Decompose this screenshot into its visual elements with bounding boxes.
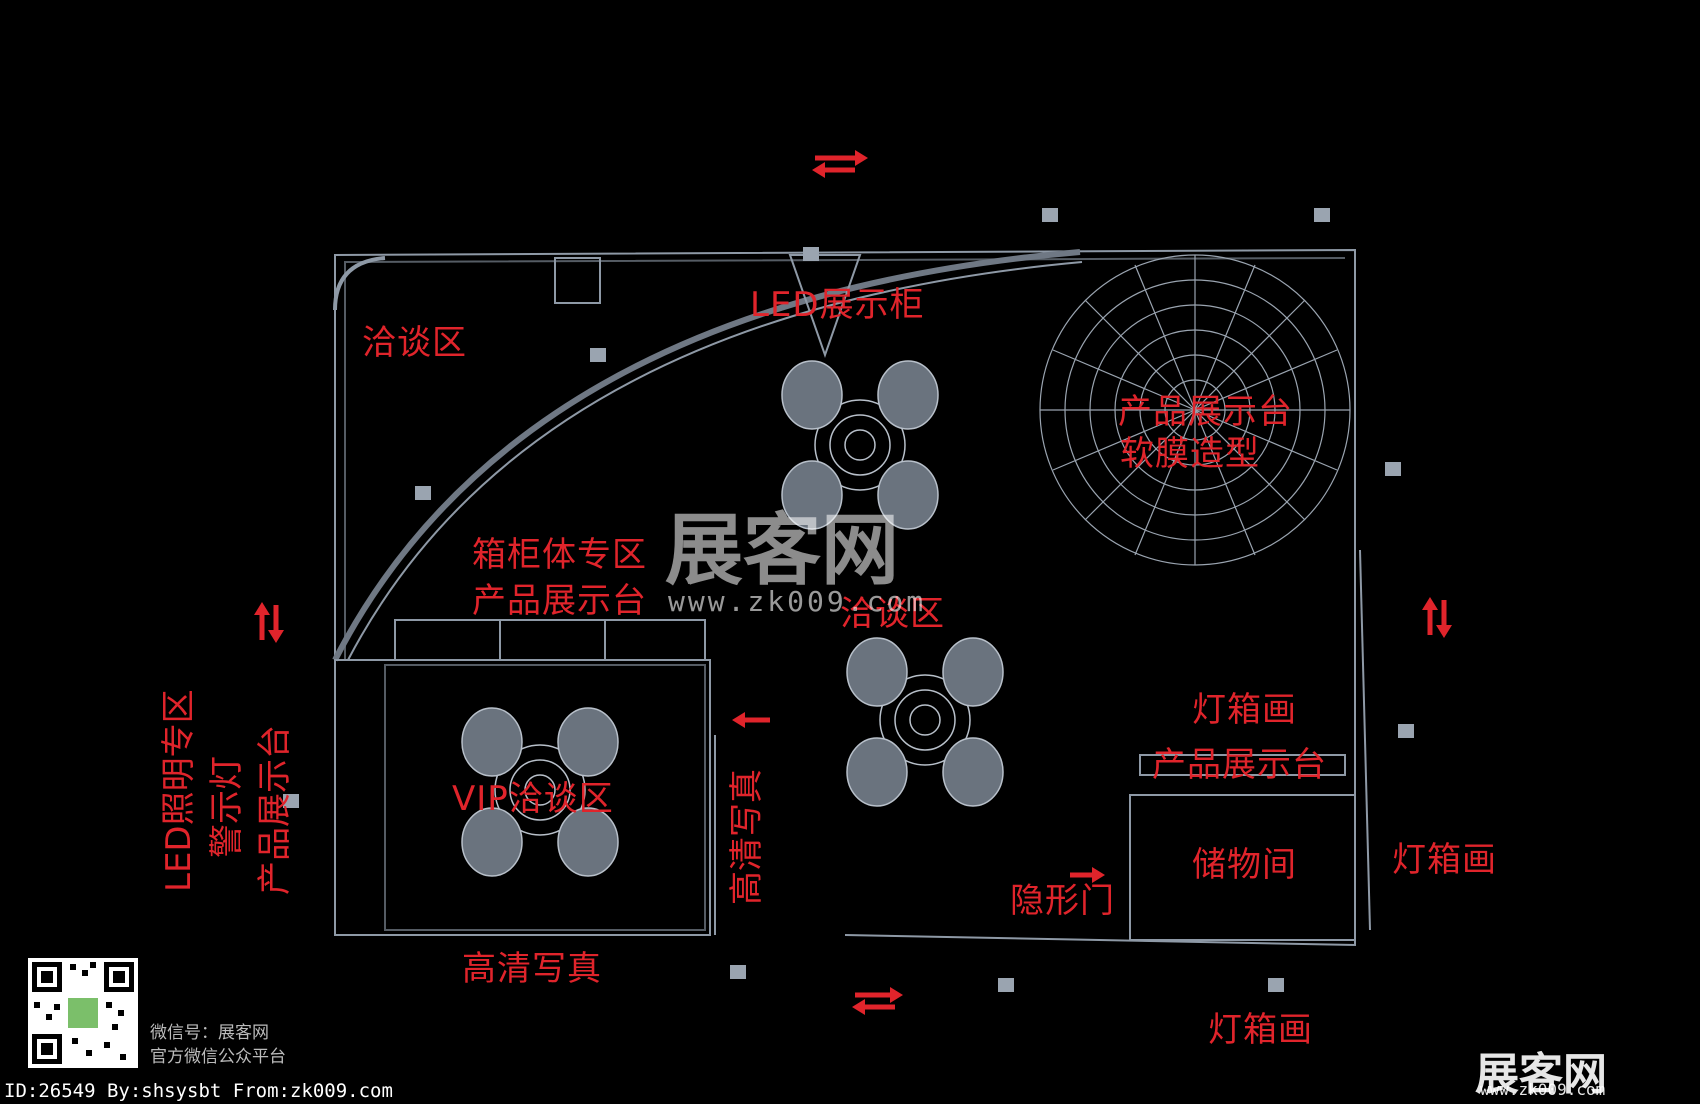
table-set-mid — [846, 637, 1004, 807]
spotlight-fixtures — [283, 208, 1414, 992]
watermark-center-url: www.zk009.com — [668, 585, 927, 618]
label-storage: 储物间 — [1192, 845, 1297, 885]
qr-code — [28, 958, 138, 1068]
label-cabinet-platform: 产品展示台 — [472, 581, 647, 621]
traffic-arrows — [254, 150, 1452, 1015]
watermark-corner-logo: 展客网 — [1475, 1049, 1607, 1100]
label-led-cabinet: LED展示柜 — [750, 285, 925, 325]
label-hidden-door: 隐形门 — [1010, 881, 1115, 921]
label-soft-film: 软膜造型 — [1120, 434, 1260, 474]
label-vip-negotiation: VIP洽谈区 — [452, 779, 614, 819]
footer-id-line: ID:26549 By:shsysbt From:zk009.com — [4, 1080, 393, 1102]
label-product-platform-right: 产品展示台 — [1118, 392, 1293, 432]
table-set-vip — [461, 707, 619, 877]
table-set-top — [781, 360, 939, 530]
label-lightbox-1: 灯箱画 — [1192, 690, 1297, 730]
watermark-center-logo: 展客网 — [665, 505, 900, 596]
label-left-product-platform: 产品展示台 — [255, 725, 295, 895]
watermark-corner-url: www.zk009.com — [1480, 1080, 1606, 1099]
label-warning-light: 警示灯 — [207, 756, 247, 858]
label-lightbox-right: 灯箱画 — [1392, 840, 1497, 880]
label-product-platform-lower: 产品展示台 — [1152, 745, 1327, 785]
label-led-lighting-zone: LED照明专区 — [159, 689, 199, 892]
booth-walls — [332, 248, 1371, 947]
label-cabinet-zone: 箱柜体专区 — [472, 535, 647, 575]
label-negotiation-mid: 洽谈区 — [840, 594, 945, 634]
qr-code-pattern — [32, 962, 134, 1064]
wechat-platform: 官方微信公众平台 — [150, 1047, 286, 1067]
label-lightbox-bottom: 灯箱画 — [1208, 1010, 1313, 1050]
label-hd-photo-vertical: 高清写真 — [727, 769, 767, 905]
wechat-id: 微信号：展客网 — [150, 1023, 269, 1043]
label-hd-photo-bottom: 高清写真 — [462, 949, 602, 989]
round-product-platform — [1039, 254, 1351, 566]
label-negotiation-top: 洽谈区 — [362, 323, 467, 363]
